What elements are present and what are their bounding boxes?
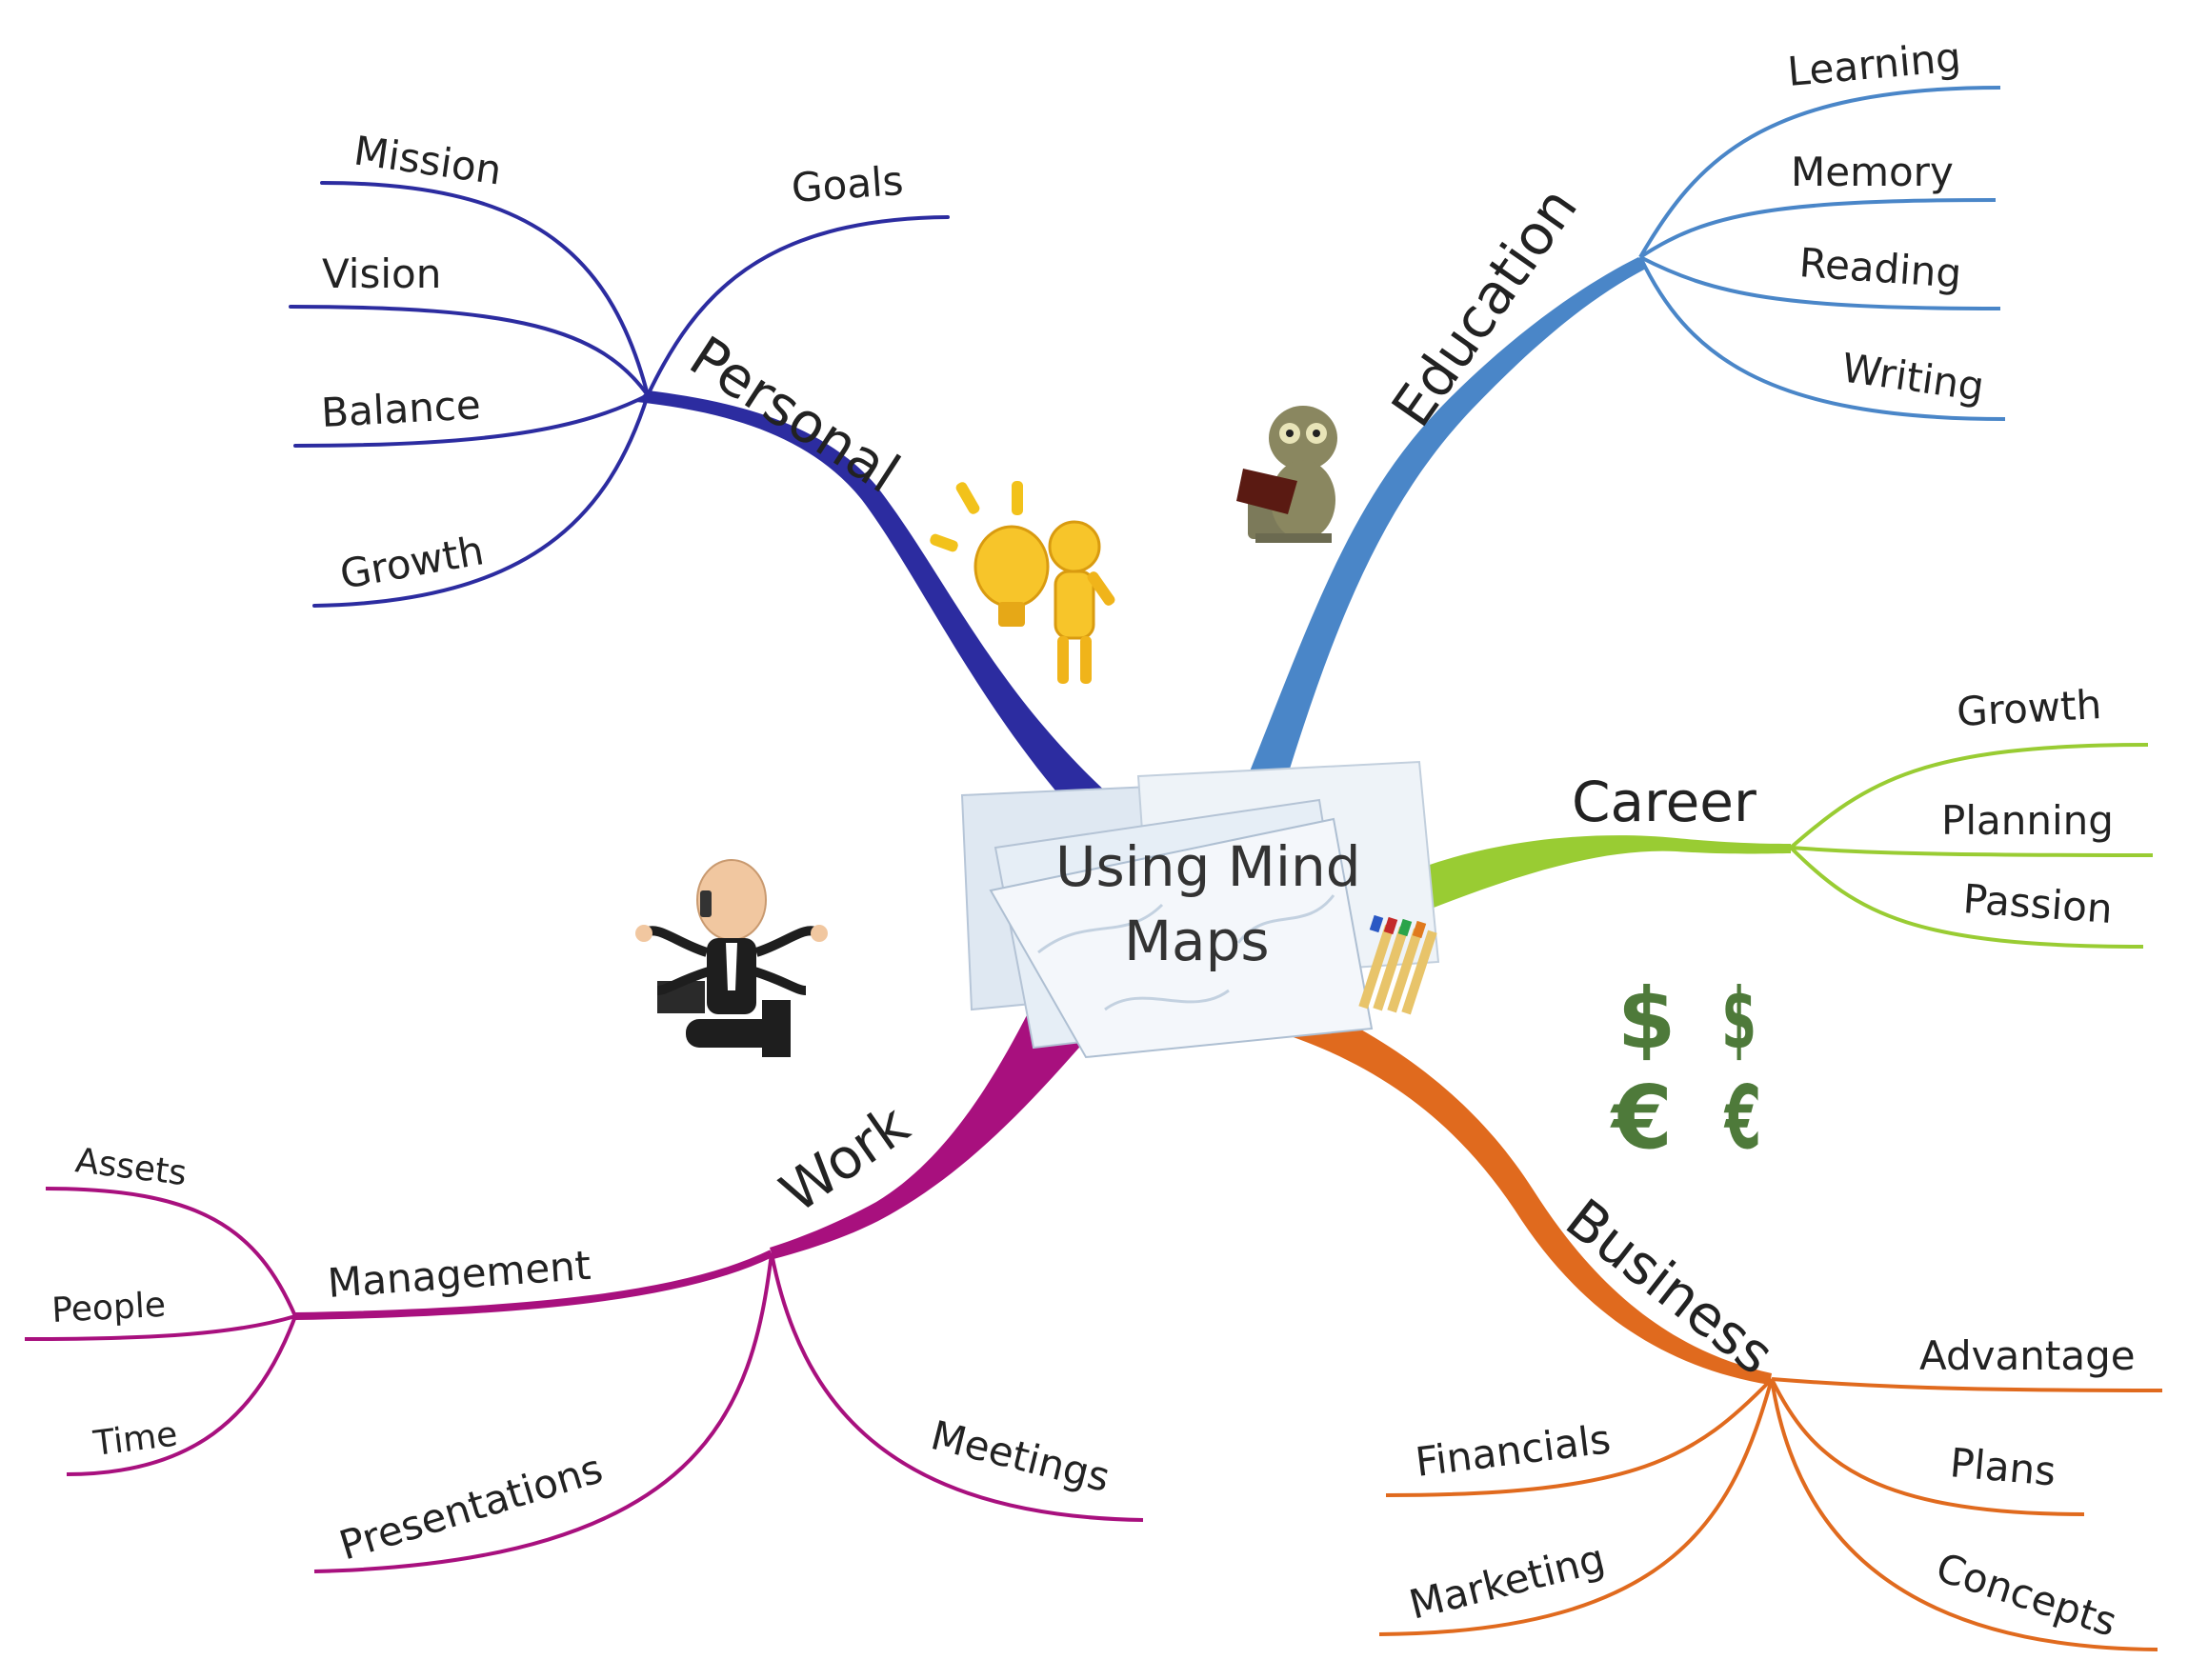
work-assets-line <box>45 1187 297 1317</box>
currency-symbols-icon: $ $ € € <box>1610 970 1761 1169</box>
business-financials-line <box>1385 1377 1774 1497</box>
business-advantage-line <box>1771 1377 2163 1392</box>
branch-work: Work Management Presentations Meetings A… <box>24 1011 1144 1573</box>
business-advantage-text: Advantage <box>1919 1332 2136 1379</box>
owl-reading-icon <box>1236 406 1337 543</box>
work-main-branch <box>770 1011 1086 1259</box>
branch-business: Business Advantage Financials Plans Mark… <box>1267 990 2163 1651</box>
personal-balance-text: Balance <box>320 381 482 436</box>
career-growth-text: Growth <box>1956 681 2102 735</box>
career-passion-line <box>1789 846 2144 949</box>
education-writing-text: Writing <box>1839 344 1987 410</box>
personal-main-branch <box>636 390 1110 810</box>
business-concepts-line <box>1770 1378 2158 1651</box>
education-writing-line <box>1638 256 2006 421</box>
career-label: Career <box>1572 770 1756 834</box>
branch-personal: Personal Goals Mission Vision Balance Gr… <box>289 127 1110 810</box>
center-title-line2: Maps <box>1124 909 1270 973</box>
career-planning-text: Planning <box>1941 797 2114 844</box>
career-main-branch <box>1424 835 1791 910</box>
education-learning-line <box>1638 86 2001 259</box>
dollar-symbol: $ <box>1617 970 1676 1068</box>
personal-vision-line <box>289 305 650 397</box>
work-people-text: People <box>50 1286 167 1330</box>
education-learning-text: Learning <box>1786 33 1963 95</box>
work-presentations-line <box>313 1252 773 1573</box>
business-financials-text: Financials <box>1413 1415 1613 1486</box>
work-meetings-line <box>770 1252 1144 1522</box>
dollar-symbol-side: $ <box>1721 971 1756 1069</box>
business-plans-text: Plans <box>1948 1439 2057 1495</box>
multitasking-businessman-icon <box>635 859 828 1057</box>
work-people-line <box>24 1314 296 1341</box>
personal-growth-text: Growth <box>336 527 487 598</box>
business-concepts-text: Concepts <box>1931 1544 2122 1646</box>
euro-symbol: € <box>1610 1067 1673 1169</box>
personal-mission-line <box>320 181 650 397</box>
education-reading-text: Reading <box>1797 239 1962 297</box>
career-passion-text: Passion <box>1961 875 2114 932</box>
work-assets-text: Assets <box>73 1141 189 1193</box>
work-management-line <box>294 1250 773 1320</box>
markers-icon <box>1358 914 1437 1015</box>
education-reading-line <box>1639 255 2001 310</box>
personal-growth-line <box>312 393 650 608</box>
branch-career: Career Growth Planning Passion <box>1424 681 2154 949</box>
education-memory-line <box>1638 198 1997 259</box>
center-papers-icon: Using Mind Maps <box>960 760 1440 1059</box>
work-management-text: Management <box>326 1242 592 1307</box>
euro-symbol-side: € <box>1723 1067 1761 1169</box>
personal-goals-text: Goals <box>790 157 905 211</box>
personal-goals-line <box>646 215 950 397</box>
business-marketing-text: Marketing <box>1405 1535 1610 1629</box>
career-planning-line <box>1790 846 2154 857</box>
business-plans-line <box>1770 1378 2085 1516</box>
business-marketing-line <box>1378 1378 1774 1636</box>
education-memory-text: Memory <box>1791 149 1954 195</box>
personal-vision-text: Vision <box>322 250 441 297</box>
branch-education: Education Learning Memory Reading Writin… <box>1248 33 2006 781</box>
personal-balance-line <box>293 393 650 448</box>
center-title-line1: Using Mind <box>1055 834 1361 899</box>
business-main-branch <box>1267 990 1772 1385</box>
work-time-line <box>66 1315 297 1476</box>
education-main-branch <box>1248 257 1646 781</box>
career-growth-line <box>1789 743 2149 850</box>
lightbulb-figure-icon <box>930 481 1115 684</box>
work-presentations-text: Presentations <box>334 1445 609 1569</box>
